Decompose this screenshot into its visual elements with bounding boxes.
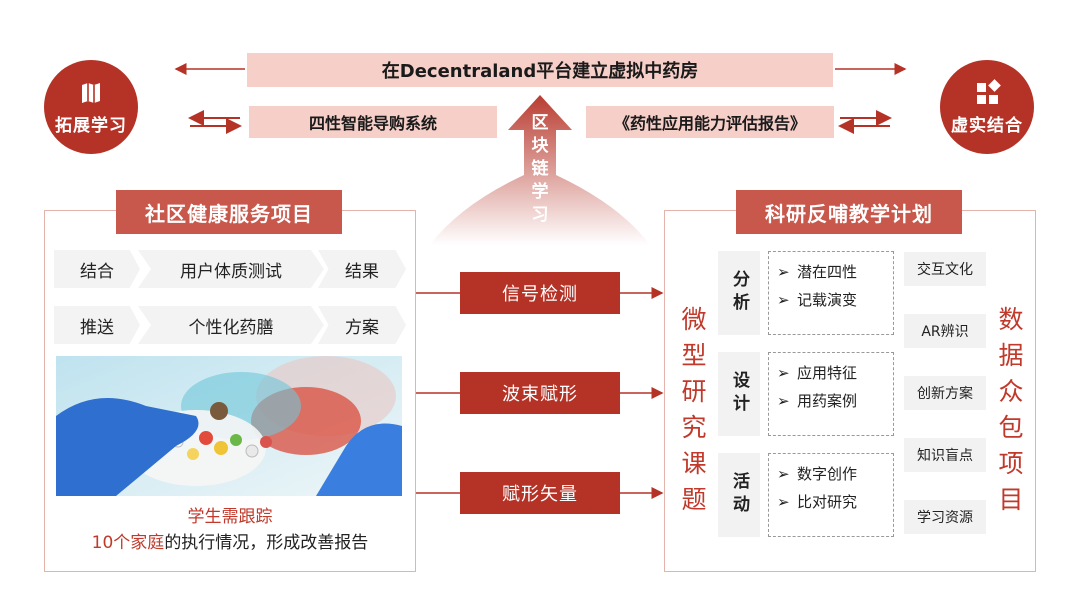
design-list: ➢应用特征 ➢用药案例 [768, 352, 894, 436]
top-banner: 在Decentraland平台建立虚拟中药房 [247, 53, 833, 87]
left-feature-box: 四性智能导购系统 [249, 106, 497, 138]
flow-step: 结合 [54, 250, 140, 288]
group-head-design: 设计 [718, 352, 760, 436]
group-head-text: 设计 [729, 371, 749, 417]
caption-highlight: 10个家庭 [91, 533, 165, 553]
list-item: 记载演变 [797, 291, 858, 309]
right-feature-box: 《药性应用能力评估报告》 [586, 106, 834, 138]
blocks-icon [977, 78, 1001, 104]
flow-step: 推送 [54, 306, 140, 344]
tag-innovation-plan: 创新方案 [904, 376, 986, 410]
list-item: 应用特征 [797, 364, 858, 382]
tag-knowledge-gaps: 知识盲点 [904, 438, 986, 472]
beamforming-box: 波束赋形 [460, 372, 620, 414]
expand-learning-badge: 拓展学习 [44, 60, 138, 154]
virtual-real-badge: 虚实结合 [940, 60, 1034, 154]
group-head-text: 分析 [729, 270, 749, 316]
map-icon [82, 82, 100, 103]
flow-step: 方案 [318, 306, 406, 344]
group-head-text: 活动 [729, 472, 749, 518]
research-teaching-title-text: 科研反哺教学计划 [765, 201, 933, 226]
list-item: 比对研究 [797, 493, 858, 511]
lab-photo [56, 356, 402, 496]
left-feature-text: 四性智能导购系统 [308, 114, 437, 133]
community-health-title: 社区健康服务项目 [116, 190, 342, 234]
activity-list: ➢数字创作 ➢比对研究 [768, 453, 894, 537]
signal-detection-box: 信号检测 [460, 272, 620, 314]
caption-line-2: 10个家庭的执行情况，形成改善报告 [44, 530, 416, 556]
right-feature-text: 《药性应用能力评估报告》 [613, 114, 806, 133]
tag-ar-identify: AR辨识 [904, 314, 986, 348]
tag-learning-resources: 学习资源 [904, 500, 986, 534]
shaping-vector-box: 赋形矢量 [460, 472, 620, 514]
caption-rest: 的执行情况，形成改善报告 [164, 533, 369, 553]
community-health-title-text: 社区健康服务项目 [145, 201, 313, 226]
tracking-caption: 学生需跟踪 10个家庭的执行情况，形成改善报告 [44, 504, 416, 556]
virtual-real-label: 虚实结合 [951, 115, 1023, 136]
list-item: 数字创作 [797, 465, 858, 483]
tag-interactive-culture: 交互文化 [904, 252, 986, 286]
top-banner-text: 在Decentraland平台建立虚拟中药房 [381, 61, 699, 82]
blockchain-learning-label: 区块链学习 [531, 113, 549, 225]
crowdsourcing-label: 数据众包项目 [998, 305, 1024, 514]
expand-learning-label: 拓展学习 [55, 115, 127, 136]
research-teaching-title: 科研反哺教学计划 [736, 190, 962, 234]
caption-line-1: 学生需跟踪 [187, 507, 273, 527]
group-head-activity: 活动 [718, 453, 760, 537]
micro-research-label: 微型研究课题 [681, 305, 707, 514]
flow-step: 用户体质测试 [138, 250, 324, 288]
flow-step: 个性化药膳 [138, 306, 324, 344]
analysis-list: ➢潜在四性 ➢记载演变 [768, 251, 894, 335]
flow-step: 结果 [318, 250, 406, 288]
list-item: 用药案例 [797, 392, 858, 410]
list-item: 潜在四性 [797, 263, 858, 281]
group-head-analysis: 分析 [718, 251, 760, 335]
